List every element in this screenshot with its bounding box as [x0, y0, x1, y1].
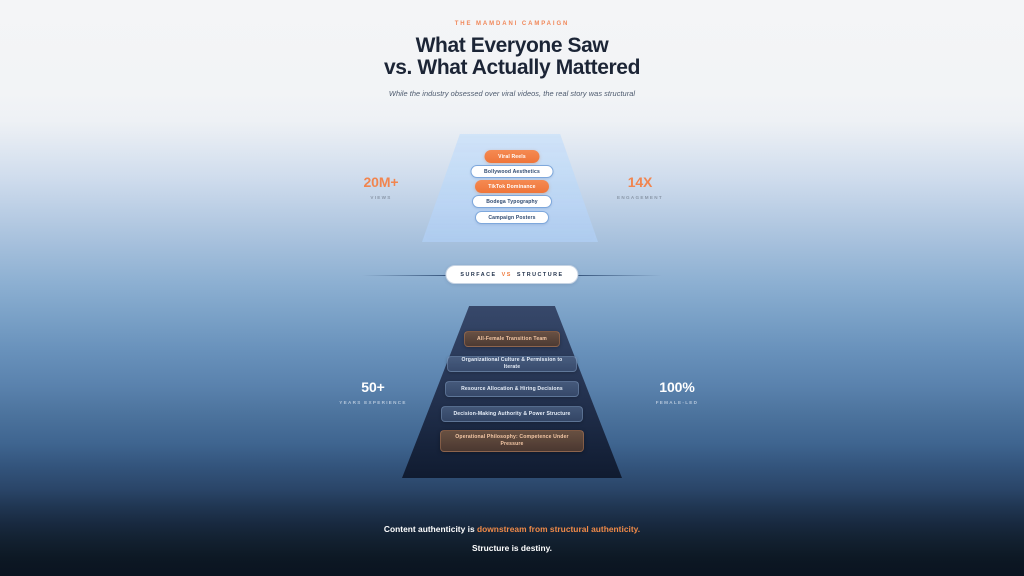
divider-badge: SURFACE VS STRUCTURE	[445, 265, 579, 284]
surface-item-1[interactable]: Bollywood Aesthetics	[470, 165, 554, 178]
page-title: What Everyone Saw vs. What Actually Matt…	[0, 35, 1024, 78]
subtitle: While the industry obsessed over viral v…	[388, 89, 636, 98]
structure-item-3-label: Decision-Making Authority & Power Struct…	[453, 410, 571, 417]
surface-item-0-label: Viral Reels	[498, 153, 526, 160]
structure-item-0-label: All-Female Transition Team	[476, 335, 548, 342]
structure-item-4-label: Operational Philosophy: Competence Under…	[455, 434, 569, 447]
stat-engagement-label: ENGAGEMENT	[617, 195, 663, 200]
stat-female-led: 100% FEMALE-LED	[617, 379, 737, 405]
footer-line-1-highlight: downstream from structural authenticity.	[477, 524, 641, 534]
structure-item-1-label: Organizational Culture & Permission to I…	[461, 357, 563, 370]
surface-item-2[interactable]: TikTok Dominance	[475, 180, 549, 193]
stat-years-experience: 50+ YEARS EXPERIENCE	[313, 379, 433, 405]
divider-line-left	[362, 274, 458, 276]
divider-line-right	[566, 274, 662, 276]
footer-line-1: Content authenticity is downstream from …	[0, 524, 1024, 534]
stat-views-label: VIEWS	[370, 195, 392, 200]
surface-item-3-label: Bodega Typography	[486, 198, 538, 205]
title-line-1: What Everyone Saw	[415, 34, 609, 57]
structure-item-3[interactable]: Decision-Making Authority & Power Struct…	[441, 406, 583, 422]
footer: Content authenticity is downstream from …	[0, 524, 1024, 553]
structure-item-2-label: Resource Allocation & Hiring Decisions	[461, 385, 563, 392]
surface-item-2-label: TikTok Dominance	[488, 183, 536, 190]
surface-item-0[interactable]: Viral Reels	[484, 150, 540, 163]
footer-line-2: Structure is destiny.	[472, 543, 552, 553]
structure-item-1[interactable]: Organizational Culture & Permission to I…	[447, 356, 577, 372]
header: THE MAMDANI CAMPAIGN What Everyone Saw v…	[0, 0, 1024, 98]
stat-years-value: 50+	[361, 379, 385, 395]
surface-item-3[interactable]: Bodega Typography	[472, 195, 552, 208]
stat-years-label: YEARS EXPERIENCE	[339, 400, 407, 405]
eyebrow-label: THE MAMDANI CAMPAIGN	[454, 21, 570, 27]
structure-item-0[interactable]: All-Female Transition Team	[464, 331, 560, 347]
footer-line-1-prefix: Content authenticity is	[383, 524, 477, 534]
stat-female-label: FEMALE-LED	[655, 400, 699, 405]
divider-word-structure: STRUCTURE	[516, 271, 564, 278]
structure-item-2[interactable]: Resource Allocation & Hiring Decisions	[445, 381, 579, 397]
title-line-2: vs. What Actually Mattered	[383, 55, 641, 79]
surface-item-1-label: Bollywood Aesthetics	[484, 168, 540, 175]
stat-engagement-value: 14X	[627, 174, 653, 190]
stat-engagement: 14X ENGAGEMENT	[580, 174, 700, 200]
divider: SURFACE VS STRUCTURE	[0, 265, 1024, 285]
structure-item-4[interactable]: Operational Philosophy: Competence Under…	[440, 430, 584, 452]
divider-word-vs: VS	[501, 271, 512, 278]
surface-item-4-label: Campaign Posters	[488, 214, 536, 221]
surface-item-4[interactable]: Campaign Posters	[475, 211, 549, 224]
stat-views: 20M+ VIEWS	[321, 174, 441, 200]
stat-female-value: 100%	[659, 379, 695, 395]
divider-word-surface: SURFACE	[460, 271, 497, 278]
stat-views-value: 20M+	[363, 174, 399, 190]
